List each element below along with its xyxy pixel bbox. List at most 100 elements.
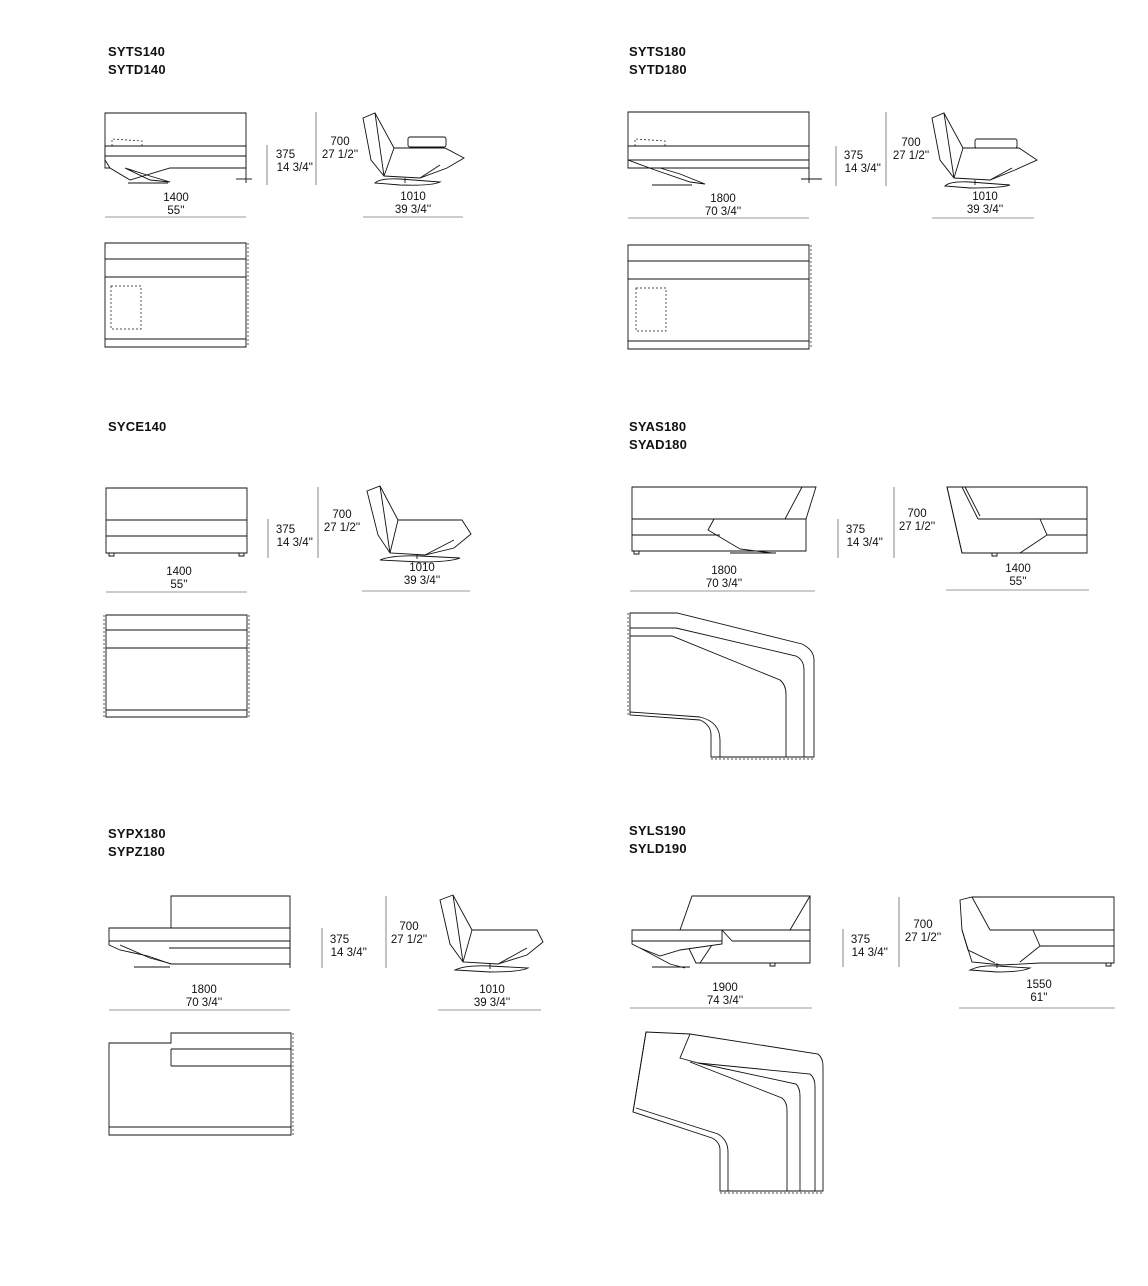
width-in: 70 3/4'' <box>185 997 223 1009</box>
syce140-side-view <box>367 486 471 562</box>
syas180-side-view <box>947 487 1087 556</box>
height-in: 27 1/2'' <box>321 149 359 161</box>
syts140-plan-view <box>105 243 248 347</box>
width-in: 55'' <box>167 205 185 217</box>
height-in: 27 1/2'' <box>892 150 930 162</box>
syts140-front-view <box>105 113 252 183</box>
height-in: 27 1/2'' <box>390 934 428 946</box>
syas180-front-view <box>632 487 816 554</box>
width-in: 74 3/4'' <box>706 995 744 1007</box>
model-code: SYTD140 <box>108 62 166 77</box>
depth-mm: 1010 <box>409 562 435 574</box>
side-depth-dimension: 1550 61'' <box>999 979 1079 1005</box>
height-mm: 700 <box>332 509 352 521</box>
seat-mm: 375 <box>275 149 296 161</box>
depth-mm: 1010 <box>972 191 998 203</box>
seat-height-dimension: 375 14 3/4'' <box>258 524 313 550</box>
sypx180-front-view <box>109 896 290 968</box>
side-depth-dimension: 1010 39 3/4'' <box>452 984 532 1010</box>
depth-in: 55'' <box>1009 576 1027 588</box>
seat-mm: 375 <box>275 524 296 536</box>
model-code-label: SYCE140 <box>108 418 167 436</box>
front-width-dimension: 1800 70 3/4'' <box>683 193 763 219</box>
seat-in: 14 3/4'' <box>276 537 313 549</box>
syls190-plan-view <box>633 1032 823 1193</box>
seat-in: 14 3/4'' <box>844 163 881 175</box>
model-code: SYAD180 <box>629 437 688 452</box>
model-code: SYTS140 <box>108 44 166 59</box>
width-in: 55'' <box>170 579 188 591</box>
height-mm: 700 <box>901 137 921 149</box>
height-in: 27 1/2'' <box>323 522 361 534</box>
depth-mm: 1010 <box>400 191 426 203</box>
height-mm: 700 <box>907 508 927 520</box>
width-mm: 1800 <box>711 565 737 577</box>
overall-height-dimension: 700 27 1/2'' <box>886 137 936 163</box>
depth-in: 61'' <box>1030 992 1048 1004</box>
seat-mm: 375 <box>850 934 871 946</box>
width-mm: 1400 <box>163 192 189 204</box>
width-mm: 1900 <box>712 982 738 994</box>
syls190-side-view <box>960 897 1114 972</box>
model-code: SYCE140 <box>108 419 167 434</box>
syts180-plan-view <box>628 245 811 349</box>
syts140-side-view <box>363 113 464 185</box>
depth-in: 39 3/4'' <box>473 997 511 1009</box>
syts180-side-view <box>932 113 1037 188</box>
width-in: 70 3/4'' <box>704 206 742 218</box>
height-mm: 700 <box>913 919 933 931</box>
seat-height-dimension: 375 14 3/4'' <box>828 524 883 550</box>
overall-height-dimension: 700 27 1/2'' <box>892 508 942 534</box>
height-in: 27 1/2'' <box>898 521 936 533</box>
model-code: SYAS180 <box>629 419 687 434</box>
seat-mm: 375 <box>845 524 866 536</box>
depth-mm: 1550 <box>1026 979 1052 991</box>
depth-mm: 1400 <box>1005 563 1031 575</box>
seat-height-dimension: 375 14 3/4'' <box>312 934 367 960</box>
seat-height-dimension: 375 14 3/4'' <box>258 149 313 175</box>
overall-height-dimension: 700 27 1/2'' <box>317 509 367 535</box>
side-depth-dimension: 1010 39 3/4'' <box>382 562 462 588</box>
model-code: SYPX180 <box>108 826 166 841</box>
seat-height-dimension: 375 14 3/4'' <box>826 150 881 176</box>
seat-in: 14 3/4'' <box>276 162 313 174</box>
syce140-front-view <box>106 488 247 556</box>
model-code-label: SYLS190 SYLD190 <box>629 822 687 858</box>
front-width-dimension: 1800 70 3/4'' <box>684 565 764 591</box>
depth-mm: 1010 <box>479 984 505 996</box>
front-width-dimension: 1800 70 3/4'' <box>164 984 244 1010</box>
model-code: SYTS180 <box>629 44 687 59</box>
model-code: SYTD180 <box>629 62 687 77</box>
model-code-label: SYPX180 SYPZ180 <box>108 825 166 861</box>
syce140-plan-view <box>104 615 249 717</box>
syls190-front-view <box>632 896 810 968</box>
syts180-front-view <box>628 112 822 185</box>
model-code: SYPZ180 <box>108 844 166 859</box>
seat-in: 14 3/4'' <box>846 537 883 549</box>
model-code: SYLD190 <box>629 841 687 856</box>
front-width-dimension: 1400 55'' <box>136 192 216 218</box>
depth-in: 39 3/4'' <box>403 575 441 587</box>
seat-height-dimension: 375 14 3/4'' <box>833 934 888 960</box>
side-depth-dimension: 1010 39 3/4'' <box>373 191 453 217</box>
sypx180-plan-view <box>109 1033 293 1137</box>
side-depth-dimension: 1010 39 3/4'' <box>945 191 1025 217</box>
height-mm: 700 <box>330 136 350 148</box>
width-mm: 1800 <box>710 193 736 205</box>
overall-height-dimension: 700 27 1/2'' <box>898 919 948 945</box>
syas180-plan-view <box>628 613 814 759</box>
model-code-label: SYTS180 SYTD180 <box>629 43 687 79</box>
sypx180-side-view <box>440 895 543 972</box>
side-depth-dimension: 1400 55'' <box>978 563 1058 589</box>
seat-in: 14 3/4'' <box>851 947 888 959</box>
model-code-label: SYTS140 SYTD140 <box>108 43 166 79</box>
model-code-label: SYAS180 SYAD180 <box>629 418 687 454</box>
width-mm: 1400 <box>166 566 192 578</box>
seat-mm: 375 <box>843 150 864 162</box>
width-in: 70 3/4'' <box>705 578 743 590</box>
depth-in: 39 3/4'' <box>966 204 1004 216</box>
width-mm: 1800 <box>191 984 217 996</box>
depth-in: 39 3/4'' <box>394 204 432 216</box>
overall-height-dimension: 700 27 1/2'' <box>384 921 434 947</box>
